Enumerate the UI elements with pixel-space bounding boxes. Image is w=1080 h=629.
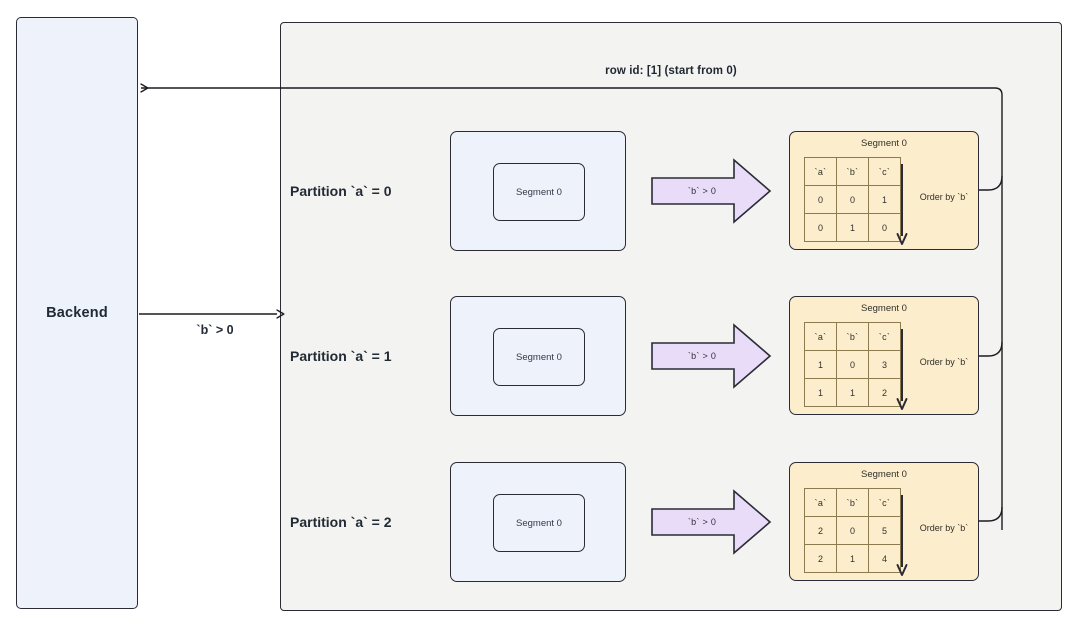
column-header-b: `b` [836,322,869,351]
filter-arrow-label: `b` > 0 [687,351,717,361]
partition-box[interactable]: Segment 0 [450,131,626,251]
table-row: 1 0 3 [804,350,901,379]
result-card-title: Segment 0 [861,303,907,314]
column-header-c: `c` [868,157,901,186]
column-header-a: `a` [804,157,837,186]
table-row: 1 1 2 [804,378,901,407]
result-card[interactable]: Segment 0 `a` `b` `c` 2 0 5 [789,462,979,581]
table-header-row: `a` `b` `c` [804,322,901,351]
column-header-b: `b` [836,488,869,517]
column-header-a: `a` [804,322,837,351]
order-by-label: Order by `b` [919,357,969,367]
result-table: `a` `b` `c` 1 0 3 1 1 2 [804,322,901,407]
cell-b: 0 [836,185,869,214]
result-table: `a` `b` `c` 2 0 5 2 1 4 [804,488,901,573]
result-card-title: Segment 0 [861,138,907,149]
backend-node[interactable]: Backend [16,17,138,609]
partition-label: Partition `a` = 2 [290,514,392,530]
cell-a: 0 [804,185,837,214]
filter-block-arrow: `b` > 0 [650,488,772,556]
partition-row: Partition `a` = 1 Segment 0 `b` > 0 Segm… [0,296,1080,416]
filter-arrow-label: `b` > 0 [687,517,717,527]
result-card[interactable]: Segment 0 `a` `b` `c` 0 0 1 [789,131,979,250]
cell-c: 1 [868,185,901,214]
order-direction-arrow-icon [896,164,908,245]
order-by-label: Order by `b` [919,523,969,533]
order-direction-arrow-icon [896,329,908,410]
column-header-b: `b` [836,157,869,186]
cell-b: 0 [836,516,869,545]
segment-box[interactable]: Segment 0 [493,328,585,386]
cell-b: 1 [836,378,869,407]
order-by-label: Order by `b` [919,192,969,202]
cell-a: 2 [804,516,837,545]
partition-label: Partition `a` = 0 [290,183,392,199]
segment-box[interactable]: Segment 0 [493,494,585,552]
cell-c: 0 [868,213,901,242]
cell-a: 1 [804,378,837,407]
partition-label: Partition `a` = 1 [290,348,392,364]
partition-row: Partition `a` = 0 Segment 0 `b` > 0 Segm… [0,131,1080,251]
table-header-row: `a` `b` `c` [804,488,901,517]
cell-b: 1 [836,213,869,242]
cell-a: 1 [804,350,837,379]
table-row: 2 1 4 [804,544,901,573]
partition-box[interactable]: Segment 0 [450,296,626,416]
result-card-title: Segment 0 [861,469,907,480]
cell-c: 3 [868,350,901,379]
segment-box[interactable]: Segment 0 [493,163,585,221]
cluster-title: row id: [1] (start from 0) [605,65,737,77]
filter-block-arrow: `b` > 0 [650,322,772,390]
table-row: 0 1 0 [804,213,901,242]
column-header-a: `a` [804,488,837,517]
cell-c: 2 [868,378,901,407]
table-header-row: `a` `b` `c` [804,157,901,186]
result-card[interactable]: Segment 0 `a` `b` `c` 1 0 3 [789,296,979,415]
filter-arrow-label: `b` > 0 [687,186,717,196]
cell-a: 0 [804,213,837,242]
cell-b: 0 [836,350,869,379]
cell-b: 1 [836,544,869,573]
table-row: 2 0 5 [804,516,901,545]
cell-c: 4 [868,544,901,573]
result-table: `a` `b` `c` 0 0 1 0 1 0 [804,157,901,242]
cell-a: 2 [804,544,837,573]
order-direction-arrow-icon [896,495,908,576]
table-row: 0 0 1 [804,185,901,214]
partition-box[interactable]: Segment 0 [450,462,626,582]
filter-block-arrow: `b` > 0 [650,157,772,225]
partition-row: Partition `a` = 2 Segment 0 `b` > 0 Segm… [0,462,1080,582]
backend-label: Backend [46,305,108,321]
